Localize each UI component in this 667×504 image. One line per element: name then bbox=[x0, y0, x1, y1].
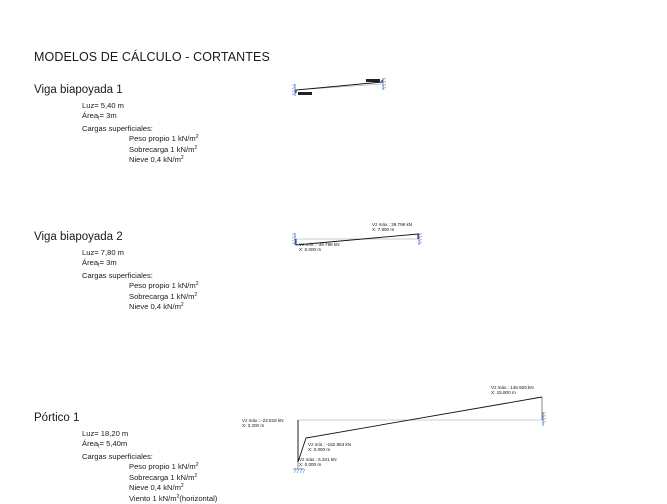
shear-line bbox=[295, 80, 383, 93]
properties-portico-1: Luz= 18,20 m Áreat= 5,40m Cargas superfi… bbox=[82, 429, 217, 504]
load-item: Sobrecarga 1 kN/m2 bbox=[129, 144, 198, 154]
surface-loads-label: Cargas superficiales: bbox=[82, 270, 153, 280]
surface-loads-label: Cargas superficiales: bbox=[82, 451, 153, 461]
fixed-support-bottom bbox=[293, 468, 306, 474]
pin-support-left bbox=[291, 232, 296, 245]
shear-diagram-viga-2: Vz máx.: 39.798 kN X: 7.800 m Vz mín.: -… bbox=[291, 222, 423, 252]
left-value-label: Vz máx.: -22.818 kN bbox=[242, 418, 284, 423]
tributary-area: Áreat= 5,40m bbox=[82, 438, 128, 450]
max-label-box bbox=[366, 79, 380, 82]
pin-support-left bbox=[291, 83, 296, 96]
load-item: Sobrecarga 1 kN/m2 bbox=[129, 472, 198, 482]
span-length: Luz= 7,80 m bbox=[82, 248, 125, 257]
min-value-label: Vz mín.: -152.953 kN bbox=[308, 442, 351, 447]
shear-diagram-viga-1 bbox=[291, 77, 387, 96]
span-length: Luz= 18,20 m bbox=[82, 429, 129, 438]
shear-line bbox=[295, 233, 419, 246]
max-position-label: X: 15.800 m bbox=[491, 390, 516, 395]
properties-viga-2: Luz= 7,80 m Áreat= 3m Cargas superficial… bbox=[82, 248, 198, 312]
low-position-label: X: 0.000 m bbox=[299, 462, 321, 467]
load-item: Nieve 0,4 kN/m2 bbox=[129, 155, 184, 165]
min-label-box bbox=[298, 92, 312, 95]
min-position-label: X: 0.000 m bbox=[299, 247, 321, 252]
page-title: MODELOS DE CÁLCULO - CORTANTES bbox=[34, 50, 270, 64]
load-item: Nieve 0,4 kN/m2 bbox=[129, 483, 184, 493]
load-item: Peso propio 1 kN/m2 bbox=[129, 134, 199, 144]
min-value-label: Vz mín.: -39.798 kN bbox=[299, 242, 340, 247]
shear-line bbox=[297, 396, 543, 463]
left-position-label: X: 3.200 m bbox=[242, 423, 264, 428]
section-title-viga-1: Viga biapoyada 1 bbox=[34, 84, 123, 96]
load-item: Sobrecarga 1 kN/m2 bbox=[129, 291, 198, 301]
max-position-label: X: 7.800 m bbox=[372, 227, 394, 232]
load-item: Peso propio 1 kN/m2 bbox=[129, 281, 199, 291]
shear-diagram-portico-1: Vz máx.: 148.920 kN X: 15.800 m Vz máx.:… bbox=[242, 385, 547, 474]
max-value-label: Vz máx.: 39.798 kN bbox=[372, 222, 412, 227]
pin-support-right bbox=[418, 232, 423, 245]
tributary-area: Áreat= 3m bbox=[82, 110, 117, 122]
load-item: Viento 1 kN/m2(horizontal) bbox=[129, 494, 218, 504]
load-item: Nieve 0,4 kN/m2 bbox=[129, 302, 184, 312]
load-item: Peso propio 1 kN/m2 bbox=[129, 462, 199, 472]
properties-viga-1: Luz= 5,40 m Áreat= 3m Cargas superficial… bbox=[82, 101, 198, 165]
low-value-label: Vz máx.: 5.341 kN bbox=[299, 457, 337, 462]
section-title-portico-1: Pórtico 1 bbox=[34, 412, 80, 424]
span-length: Luz= 5,40 m bbox=[82, 101, 125, 110]
pin-support-right bbox=[542, 411, 547, 426]
max-value-label: Vz máx.: 148.920 kN bbox=[491, 385, 534, 390]
tributary-area: Áreat= 3m bbox=[82, 257, 117, 269]
min-position-label: X: 0.000 m bbox=[308, 447, 330, 452]
surface-loads-label: Cargas superficiales: bbox=[82, 123, 153, 133]
section-title-viga-2: Viga biapoyada 2 bbox=[34, 231, 123, 243]
pin-support-right bbox=[382, 77, 387, 90]
